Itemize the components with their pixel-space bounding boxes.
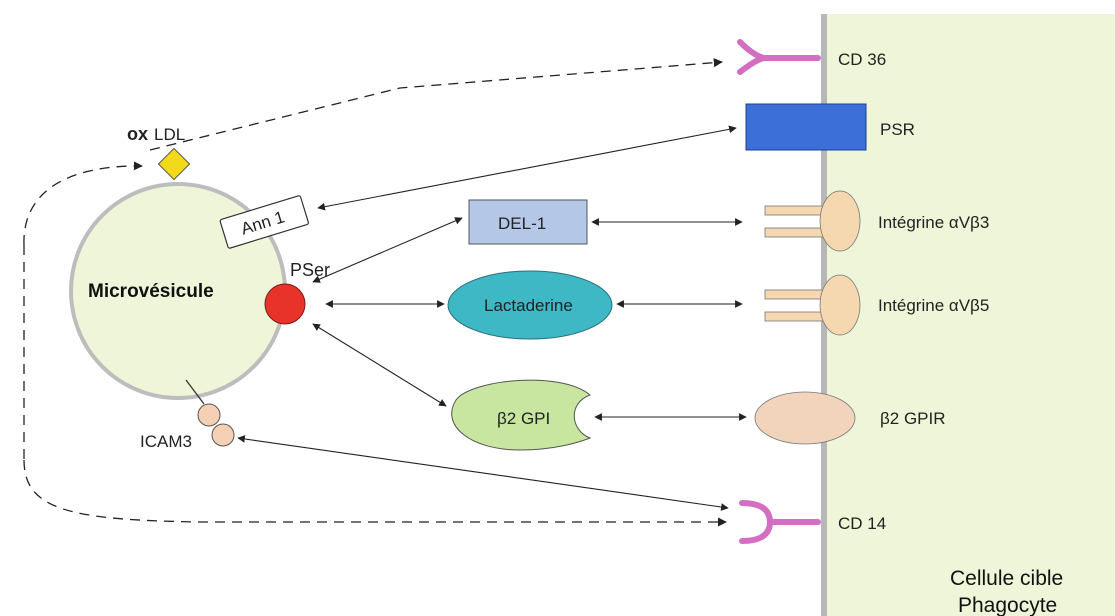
icam3-stalk [185, 379, 205, 405]
b2gpi-shape [451, 379, 592, 451]
oxldl-diamond [157, 147, 191, 181]
target-cell-region [826, 14, 1115, 616]
icam3-bead-top [197, 403, 221, 427]
integrin-b5-receptor [764, 274, 861, 336]
integrin-b5-label: Intégrine αVβ5 [878, 296, 989, 315]
b2gpir-ellipse [754, 391, 856, 445]
psr-box [745, 103, 867, 151]
arrow-ann1-psr [317, 125, 737, 211]
integrin-b3-label: Intégrine αVβ3 [878, 213, 989, 232]
arrow-pser-del1 [312, 217, 463, 283]
cd36-label: CD 36 [838, 50, 886, 69]
arrow-icam3-cd14 [237, 435, 729, 511]
lactaderine-label: Lactaderine [484, 296, 573, 315]
ldl-label: LDL [154, 125, 185, 144]
dashed-loop-to-oxldl [23, 161, 143, 246]
b2gpi-label: β2 GPI [497, 409, 550, 428]
cd14-label: CD 14 [838, 514, 886, 533]
phagocyte-label: Phagocyte [958, 594, 1057, 616]
cd36-receptor [737, 39, 821, 75]
pser-dot [264, 283, 306, 325]
icam3-label: ICAM3 [140, 432, 192, 451]
ann1-tag: Ann 1 [219, 195, 309, 249]
ox-label: ox [127, 124, 148, 144]
dashed-arrow-to-cd36 [149, 58, 723, 151]
b2gpir-label: β2 GPIR [880, 409, 946, 428]
cd14-receptor [739, 500, 821, 544]
pser-label: PSer [290, 260, 330, 280]
arrow-pser-b2gpi [312, 323, 447, 407]
del1-label: DEL-1 [498, 214, 546, 233]
target-cell-label: Cellule cible [950, 567, 1063, 590]
lactaderine-ellipse [447, 270, 613, 340]
integrin-b3-receptor [764, 190, 861, 252]
psr-label: PSR [880, 120, 915, 139]
microvesicle-label: Microvésicule [88, 281, 214, 302]
del1-box [468, 199, 588, 245]
dashed-loop-to-cd14 [23, 459, 727, 527]
icam3-bead-bottom [211, 423, 235, 447]
